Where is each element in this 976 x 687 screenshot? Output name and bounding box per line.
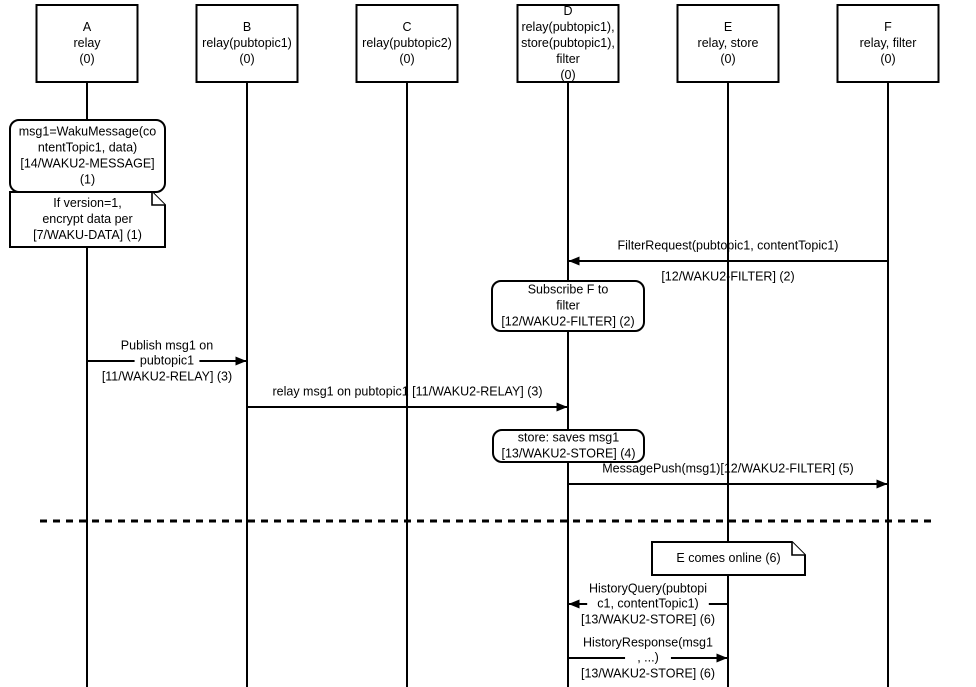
lifeline-label-d-line-0: D xyxy=(563,4,572,18)
lifeline-label-c-line-1: relay(pubtopic2) xyxy=(362,36,452,50)
note-fold-corner-icon xyxy=(151,192,165,206)
message-label-above: MessagePush(msg1)[12/WAKU2-FILTER] (5) xyxy=(602,461,853,475)
note-shape-rounded xyxy=(492,429,645,463)
message-label-inline: , ...) xyxy=(637,650,659,664)
note-encrypt[interactable]: If version=1, encrypt data per [7/WAKU-DAT… xyxy=(9,191,166,248)
note-text-line-2: [7/WAKU-DATA] (1) xyxy=(33,228,142,242)
lifeline-label-f-line-0: F xyxy=(884,20,892,34)
lifeline-label-e-line-1: relay, store xyxy=(698,36,759,50)
lifeline-label-f-line-2: (0) xyxy=(880,52,895,66)
lifeline-label-e-line-2: (0) xyxy=(720,52,735,66)
lifeline-label-f-line-1: relay, filter xyxy=(860,36,917,50)
lifeline-label-a-line-1: relay xyxy=(73,36,101,50)
lifeline-box-c[interactable] xyxy=(355,4,459,83)
note-text-line-2: [12/WAKU2-FILTER] (2) xyxy=(501,314,634,328)
lifeline-box-e[interactable] xyxy=(676,4,780,83)
note-text-line-1: [13/WAKU2-STORE] (4) xyxy=(501,446,635,460)
lifeline-label-a-line-2: (0) xyxy=(79,52,94,66)
message-label-above: FilterRequest(pubtopic1, contentTopic1) xyxy=(618,238,839,252)
lifeline-label-d-line-4: (0) xyxy=(560,68,575,82)
lifeline-label-b-line-2: (0) xyxy=(239,52,254,66)
message-label-backdrop xyxy=(625,650,671,666)
lifeline-label-d-line-1: relay(pubtopic1), xyxy=(521,20,614,34)
message-label-below: [13/WAKU2-STORE] (6) xyxy=(581,666,715,680)
message-messagepush[interactable]: MessagePush(msg1)[12/WAKU2-FILTER] (5) xyxy=(569,461,888,489)
message-label-above: HistoryQuery(pubtopi xyxy=(589,581,707,595)
note-wakumessage[interactable]: msg1=WakuMessage(co ntentTopic1, data) [14… xyxy=(9,119,166,193)
note-text-line-0: msg1=WakuMessage(co xyxy=(19,124,156,138)
note-text-line-1: encrypt data per xyxy=(42,212,132,226)
message-label-inline: c1, contentTopic1) xyxy=(597,596,698,610)
lifelines-layer: Arelay(0)Brelay(pubtopic1)(0)Crelay(pubt… xyxy=(35,4,940,687)
lifeline-box-b[interactable] xyxy=(195,4,299,83)
note-text-line-0: If version=1, xyxy=(53,196,121,210)
note-e-online[interactable]: E comes online (6) xyxy=(651,541,806,576)
messages-layer: FilterRequest(pubtopic1, contentTopic1) [… xyxy=(88,238,888,680)
message-relay[interactable]: relay msg1 on pubtopic1 [11/WAKU2-RELAY]… xyxy=(248,384,568,412)
message-label-below: [12/WAKU2-FILTER] (2) xyxy=(661,269,794,283)
message-filterrequest[interactable]: FilterRequest(pubtopic1, contentTopic1) [… xyxy=(568,238,887,283)
lifeline-label-d-line-3: filter xyxy=(556,52,580,66)
lifeline-label-b-line-1: relay(pubtopic1) xyxy=(202,36,292,50)
note-text-line-1: filter xyxy=(556,298,580,312)
notes-layer: msg1=WakuMessage(co ntentTopic1, data) [14… xyxy=(9,119,806,576)
message-historyresponse[interactable]: , ...)HistoryResponse(msg1 [13/WAKU2-STOR… xyxy=(569,635,728,680)
message-historyquery[interactable]: c1, contentTopic1)HistoryQuery(pubtopi [1… xyxy=(568,581,727,626)
message-label-above: Publish msg1 on xyxy=(121,338,213,352)
lifeline-label-b-line-0: B xyxy=(243,20,251,34)
lifeline-label-c-line-2: (0) xyxy=(399,52,414,66)
lifeline-box-d[interactable] xyxy=(516,4,620,83)
note-text-line-2: [14/WAKU2-MESSAGE] xyxy=(20,156,154,170)
lifeline-label-a-line-0: A xyxy=(83,20,92,34)
message-label-backdrop xyxy=(587,596,709,612)
note-shape-folded xyxy=(651,541,806,576)
lifeline-label-c-line-0: C xyxy=(402,20,411,34)
note-fold-corner-icon xyxy=(791,542,805,556)
message-label-above: relay msg1 on pubtopic1 [11/WAKU2-RELAY]… xyxy=(272,384,542,398)
note-text-line-0: E comes online (6) xyxy=(676,551,780,565)
note-text-line-0: Subscribe F to xyxy=(528,282,609,296)
message-label-backdrop xyxy=(134,353,200,369)
message-label-inline: pubtopic1 xyxy=(140,353,194,367)
note-shape-folded xyxy=(9,191,166,248)
note-shape-rounded xyxy=(491,280,645,332)
lifeline-label-d-line-2: store(pubtopic1), xyxy=(521,36,615,50)
message-label-below: [11/WAKU2-RELAY] (3) xyxy=(102,369,232,383)
note-text-line-0: store: saves msg1 xyxy=(518,430,619,444)
message-label-below: [13/WAKU2-STORE] (6) xyxy=(581,612,715,626)
lifeline-box-a[interactable] xyxy=(35,4,139,83)
note-subscribe[interactable]: Subscribe F to filter [12/WAKU2-FILTER] (2… xyxy=(491,280,645,332)
note-store[interactable]: store: saves msg1 [13/WAKU2-STORE] (4) xyxy=(492,429,645,463)
note-text-line-3: (1) xyxy=(80,172,95,186)
lifeline-label-e-line-0: E xyxy=(724,20,732,34)
message-label-above: HistoryResponse(msg1 xyxy=(583,635,713,649)
lifeline-box-f[interactable] xyxy=(836,4,940,83)
note-text-line-1: ntentTopic1, data) xyxy=(38,140,137,154)
